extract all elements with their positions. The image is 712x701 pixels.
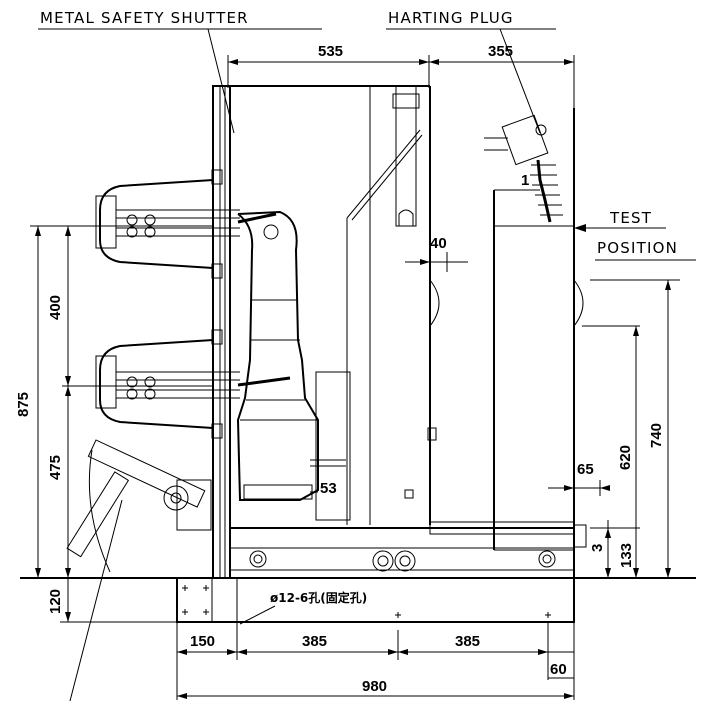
dim-400: 400 xyxy=(47,295,64,320)
dim-3: 3 xyxy=(589,544,606,552)
label-position: POSITION xyxy=(597,239,678,257)
dim-53: 53 xyxy=(320,480,337,497)
dim-620: 620 xyxy=(617,445,634,470)
operating-handle xyxy=(66,439,212,573)
dim-120: 120 xyxy=(47,589,64,614)
dim-740: 740 xyxy=(648,423,665,448)
dim-980: 980 xyxy=(362,678,387,695)
dim-1: 1 xyxy=(521,172,529,189)
dim-535: 535 xyxy=(318,43,343,60)
label-harting-plug: HARTING PLUG xyxy=(388,9,514,27)
dim-60: 60 xyxy=(550,661,567,678)
hole-note: ø12-6孔(固定孔) xyxy=(270,590,367,605)
dim-150: 150 xyxy=(190,633,215,650)
dim-40: 40 xyxy=(430,235,447,252)
dim-355: 355 xyxy=(488,43,513,60)
dim-875: 875 xyxy=(15,392,32,417)
label-metal-safety-shutter: METAL SAFETY SHUTTER xyxy=(40,9,249,27)
dim-385-left: 385 xyxy=(302,633,327,650)
fixing-marks xyxy=(182,585,551,618)
dim-385-right: 385 xyxy=(455,633,480,650)
dim-133: 133 xyxy=(618,543,635,568)
dim-65: 65 xyxy=(577,461,594,478)
label-test: TEST xyxy=(609,209,652,227)
leader-handle xyxy=(69,499,123,701)
dim-475: 475 xyxy=(47,455,64,480)
